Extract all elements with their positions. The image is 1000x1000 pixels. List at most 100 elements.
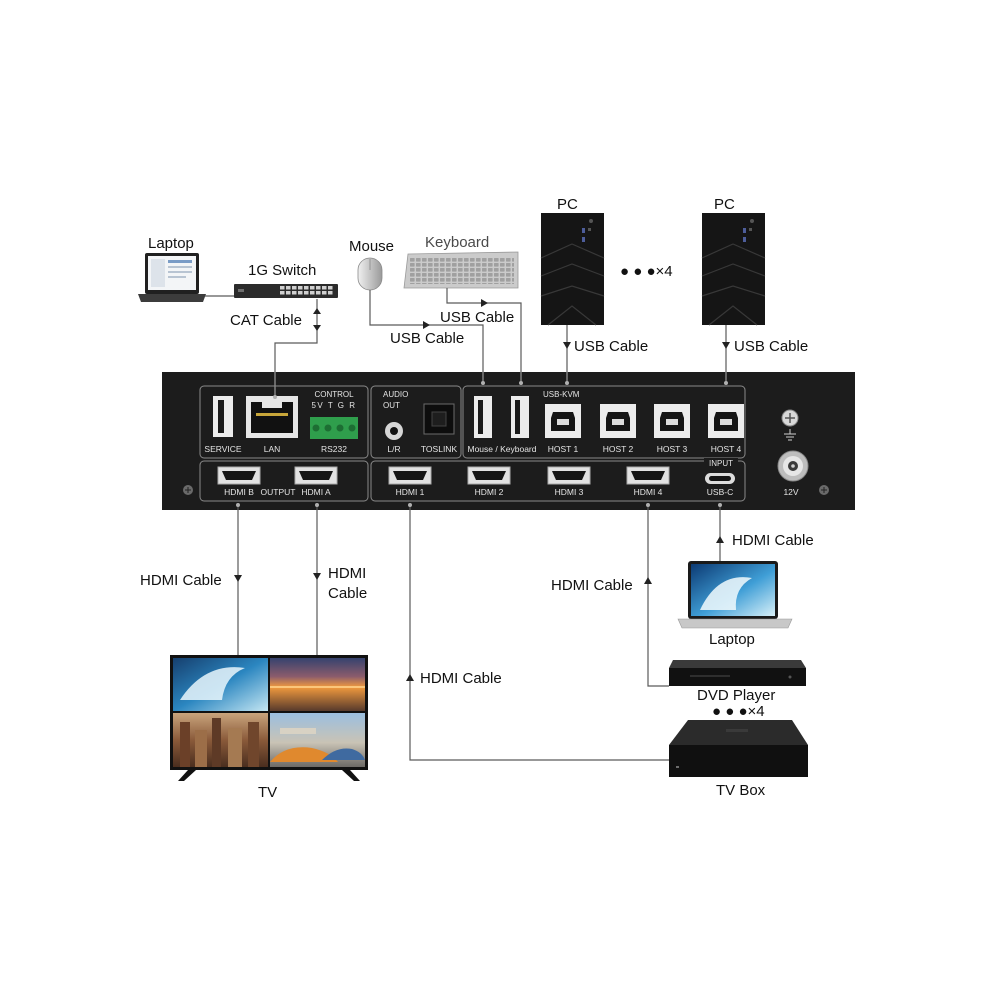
keyboard-label: Keyboard <box>425 234 489 251</box>
laptop-top-label: Laptop <box>148 235 194 252</box>
control-section-outline <box>199 385 369 459</box>
arrow-up-icon <box>313 308 321 314</box>
arrow-up-icon <box>406 674 414 681</box>
kvm-device-rear-panel: SERVICE LAN CONTROL 5V T G R RS232 AUDIO… <box>162 372 855 510</box>
hdmi-4-label: HDMI 4 <box>634 487 663 497</box>
panel-screw-icon <box>819 485 829 495</box>
arrow-right-icon <box>423 321 430 329</box>
hdmi-2-label: HDMI 2 <box>475 487 504 497</box>
usb-c-cable-label: HDMI Cable <box>732 532 814 549</box>
switch-label: 1G Switch <box>248 262 316 279</box>
service-port-label: SERVICE <box>204 444 241 454</box>
hdmi-1-label: HDMI 1 <box>396 487 425 497</box>
usb-c-input-cable <box>716 503 724 561</box>
hdmi-b-label: HDMI B <box>224 487 254 497</box>
tv-icon <box>170 655 368 781</box>
laptop-top-icon <box>138 253 206 302</box>
control-pins-label: 5V T G R <box>311 401 356 410</box>
audio-title: AUDIO <box>383 390 408 399</box>
mouse-usb-port-icon <box>474 396 492 438</box>
tv-box-icon <box>669 720 808 777</box>
lan-port-label: LAN <box>264 444 281 454</box>
host-2-label: HOST 2 <box>603 444 634 454</box>
ground-symbol-icon <box>784 429 796 441</box>
toslink-port-label: TOSLINK <box>421 444 458 454</box>
dc-power-port-icon <box>777 450 809 482</box>
pc-2-label: PC <box>714 196 735 213</box>
hdmi-b-cable-label: HDMI Cable <box>140 572 222 589</box>
output-section-outline <box>199 460 369 502</box>
laptop-bottom-icon <box>677 561 793 629</box>
arrow-down-icon <box>563 342 571 349</box>
hdmi-a-cable-label-line2: Cable <box>328 585 367 602</box>
pc-count-label: ● ● ●×4 <box>620 263 673 280</box>
hdmi-4-cable-label: HDMI Cable <box>551 577 633 594</box>
ground-screw-icon <box>781 409 799 427</box>
rs232-terminal-block-icon <box>310 417 358 439</box>
pc-tower-icon <box>540 213 605 326</box>
cat-cable-label: CAT Cable <box>230 312 302 329</box>
hdmi-3-port-icon <box>547 466 591 485</box>
audio-section-outline <box>370 385 462 459</box>
host-3-label: HOST 3 <box>657 444 688 454</box>
arrow-up-icon <box>644 577 652 584</box>
toslink-port-icon <box>423 403 455 435</box>
hdmi-4-port-icon <box>626 466 670 485</box>
output-title: OUTPUT <box>261 487 296 497</box>
usb-c-label: USB-C <box>707 487 733 497</box>
dvd-player-icon <box>669 660 806 686</box>
host-4-usb-b-port-icon <box>708 404 744 438</box>
tv-label: TV <box>258 784 277 801</box>
hdmi-b-output-cable <box>234 503 242 658</box>
arrow-down-icon <box>313 573 321 580</box>
hdmi-4-input-cable <box>644 503 669 687</box>
mouse-icon <box>357 257 383 291</box>
tv-box-label: TV Box <box>716 782 766 799</box>
dvd-count-label: ● ● ●×4 <box>712 703 765 720</box>
host-1-usb-b-port-icon <box>545 404 581 438</box>
hdmi-a-cable-label-line1: HDMI <box>328 565 366 582</box>
hdmi-b-port-icon <box>217 466 261 485</box>
host-2-usb-b-port-icon <box>600 404 636 438</box>
rs232-port-label: RS232 <box>321 444 347 454</box>
host-1-label: HOST 1 <box>548 444 579 454</box>
usb-c-port-icon <box>705 473 735 484</box>
hdmi-1-input-cable <box>406 503 670 761</box>
arrow-up-icon <box>716 536 724 543</box>
audio-out-title: OUT <box>383 401 400 410</box>
usb-kvm-title: USB-KVM <box>543 390 580 399</box>
service-usb-port-icon <box>213 396 233 437</box>
network-switch-icon <box>234 284 338 298</box>
arrow-down-icon <box>722 342 730 349</box>
usb-host-1-cable-label: USB Cable <box>574 338 648 355</box>
hdmi-2-port-icon <box>467 466 511 485</box>
usb-keyboard-cable-label: USB Cable <box>440 309 514 326</box>
control-title: CONTROL <box>314 390 354 399</box>
mouse-label: Mouse <box>349 238 394 255</box>
usb-host-4-cable-label: USB Cable <box>734 338 808 355</box>
arrow-down-icon <box>234 575 242 582</box>
hdmi-a-label: HDMI A <box>301 487 331 497</box>
input-title: INPUT <box>709 459 733 468</box>
tv-pane-sunset <box>270 658 365 711</box>
hdmi-a-output-cable <box>313 503 321 658</box>
host-3-usb-b-port-icon <box>654 404 690 438</box>
keyboard-icon <box>403 251 519 289</box>
panel-body <box>162 372 855 510</box>
hdmi-a-port-icon <box>294 466 338 485</box>
panel-screw-icon <box>183 485 193 495</box>
arrow-down-icon <box>313 325 321 331</box>
laptop-bottom-label: Laptop <box>709 631 755 648</box>
mouse-keyboard-port-label: Mouse / Keyboard <box>468 444 537 454</box>
arrow-right-icon <box>481 299 488 307</box>
dvd-player-label: DVD Player <box>697 687 775 704</box>
audio-lr-label: L/R <box>387 444 400 454</box>
hdmi-3-label: HDMI 3 <box>555 487 584 497</box>
lan-rj45-port-icon <box>246 396 298 438</box>
keyboard-usb-port-icon <box>511 396 529 438</box>
usb-mouse-cable-label: USB Cable <box>390 330 464 347</box>
hdmi-1-port-icon <box>388 466 432 485</box>
audio-jack-port-icon <box>385 422 403 440</box>
